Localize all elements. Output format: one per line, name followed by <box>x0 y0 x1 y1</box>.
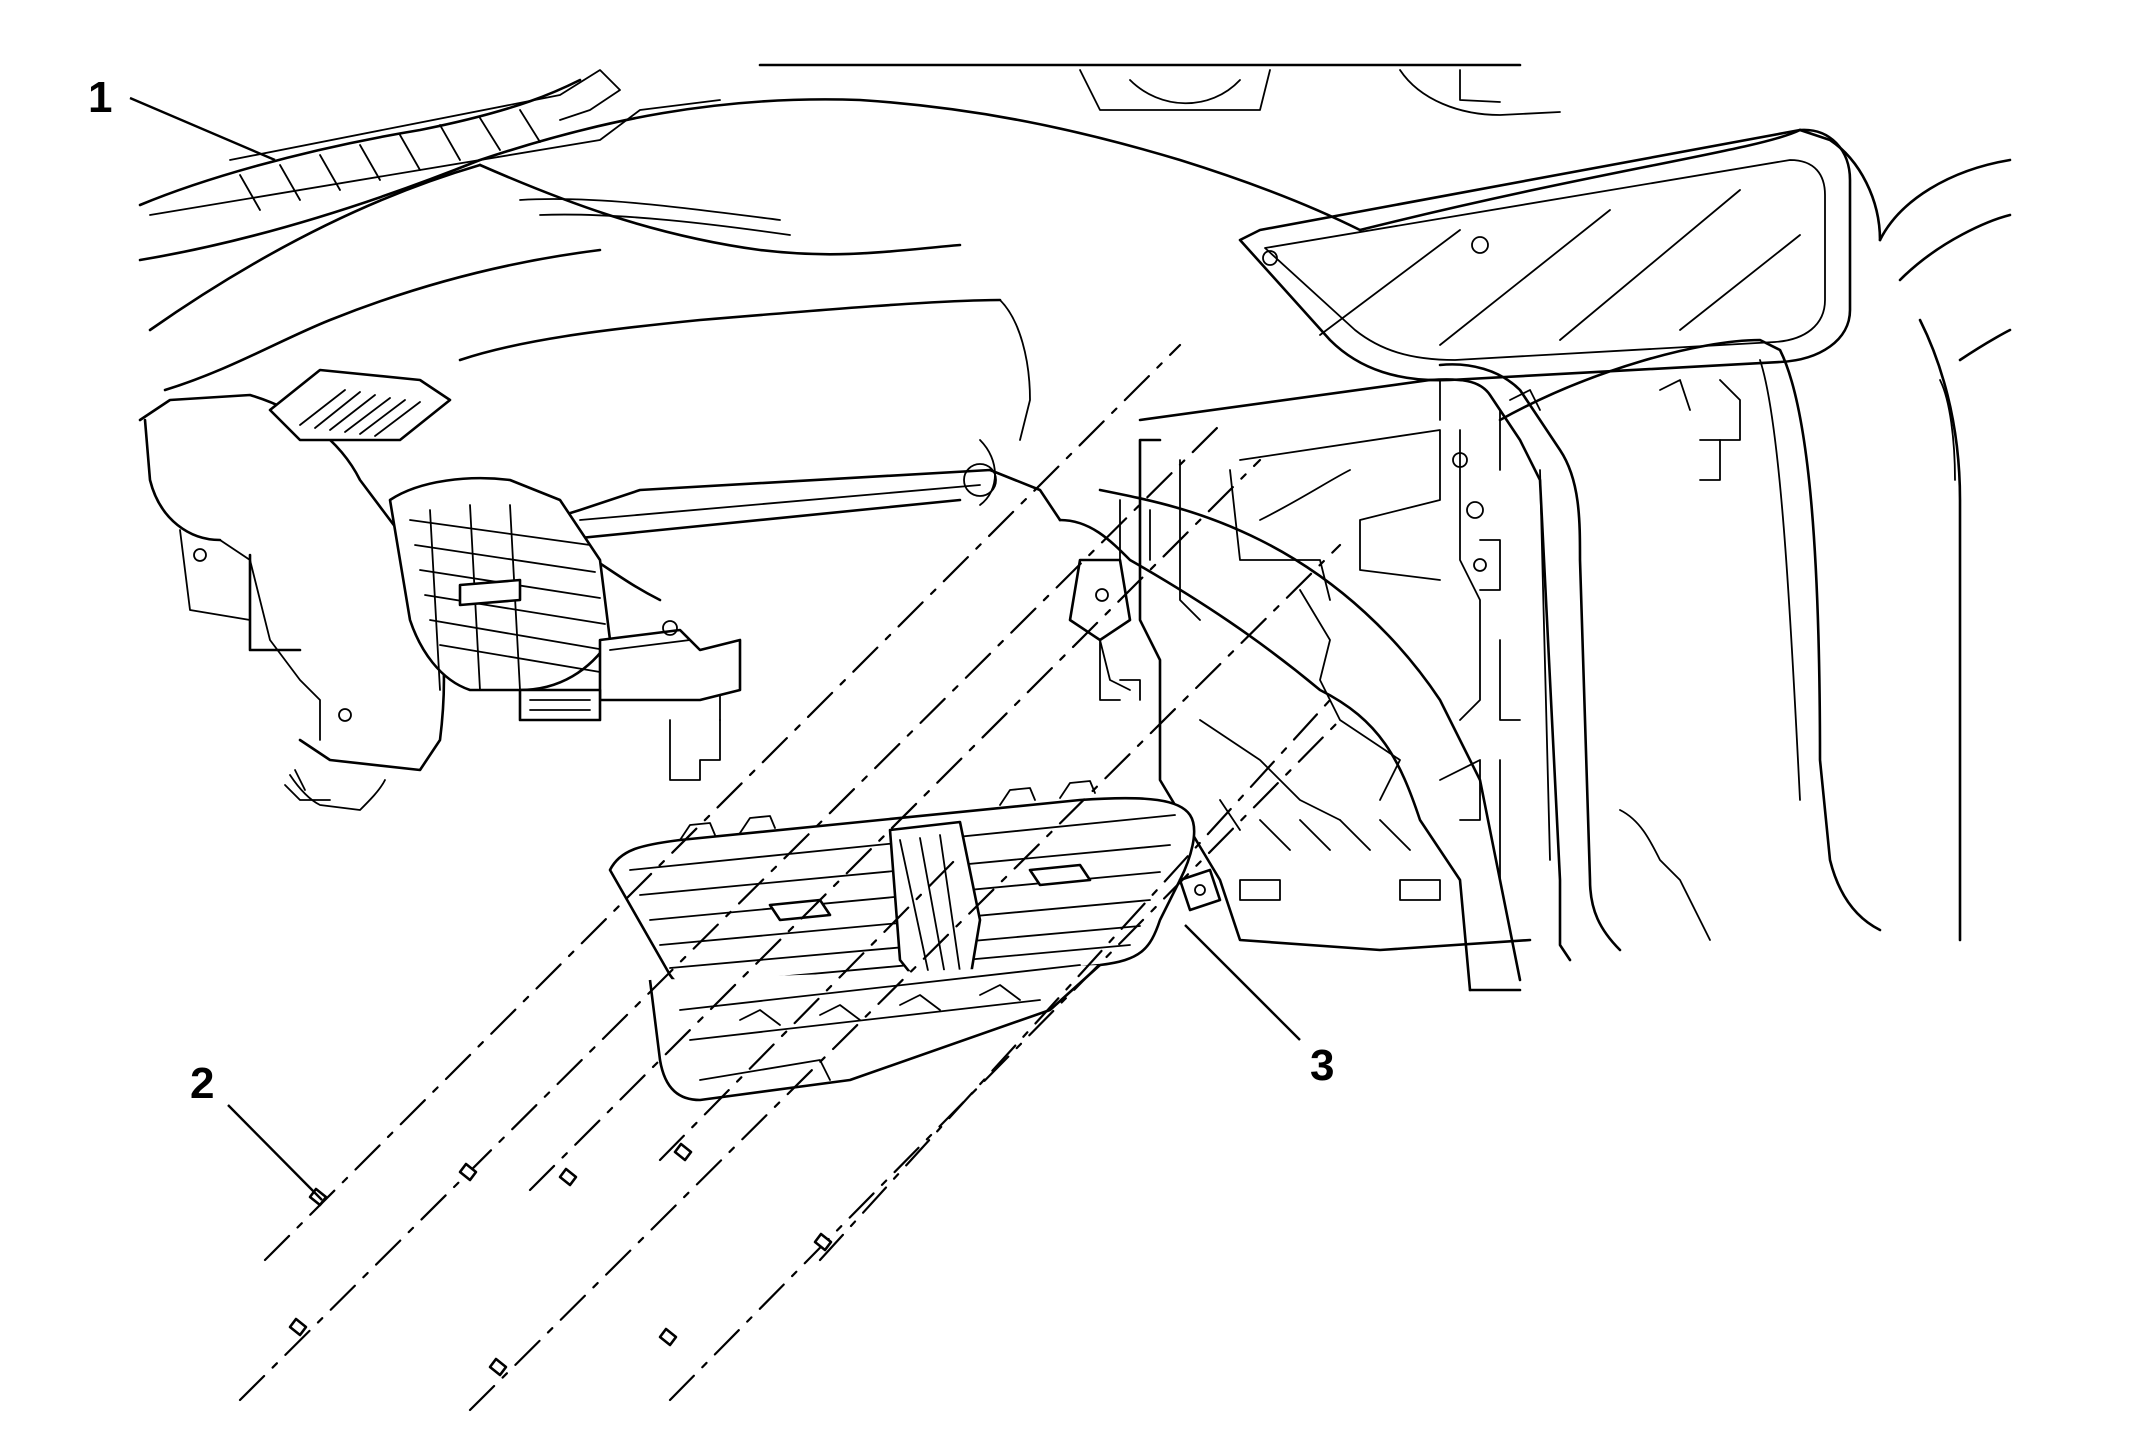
callout-label-3: 3 <box>1310 1041 1334 1090</box>
callout-label-1: 1 <box>88 73 112 122</box>
screw <box>488 1357 508 1377</box>
callout-1: 1 <box>88 73 276 162</box>
instrument-panel <box>138 63 2012 992</box>
screw <box>288 1317 308 1337</box>
callout-label-2: 2 <box>190 1059 214 1108</box>
screw <box>558 1167 578 1187</box>
fasteners <box>238 343 1342 1412</box>
screw <box>458 1162 478 1182</box>
center-air-outlet <box>608 780 1222 1102</box>
callout-2: 2 <box>190 1059 323 1201</box>
screw <box>673 1142 693 1162</box>
screw <box>658 1327 678 1347</box>
screw <box>813 1232 833 1252</box>
callout-3: 3 <box>1184 924 1334 1090</box>
